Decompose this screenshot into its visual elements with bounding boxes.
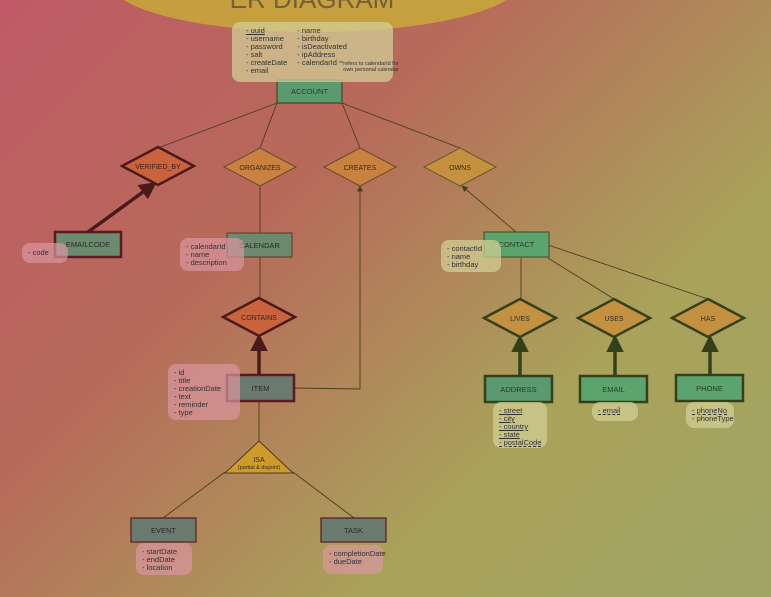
svg-text:USES: USES — [604, 316, 623, 323]
relationship-organizes[interactable]: ORGANIZES — [222, 147, 298, 187]
emailcode-verified-arrow — [86, 181, 157, 234]
attributes-phone: - phoneNo - phoneType — [686, 402, 734, 428]
svg-text:HAS: HAS — [701, 316, 716, 323]
entity-account[interactable]: ACCOUNT — [276, 79, 343, 104]
svg-text:LIVES: LIVES — [510, 316, 530, 323]
entity-address[interactable]: ADDRESS — [483, 374, 554, 404]
relationship-lives[interactable]: LIVES — [481, 297, 559, 339]
svg-text:ACCOUNT: ACCOUNT — [291, 87, 329, 96]
relationship-verified-by[interactable]: VERIFIED_BY — [119, 145, 197, 187]
svg-text:CALENDAR: CALENDAR — [239, 241, 280, 250]
attributes-calendar: - calendarId - name - description — [180, 238, 244, 271]
attributes-address: - street - city - country - state - post… — [493, 402, 547, 448]
attributes-email: - email — [592, 402, 638, 421]
svg-text:(partial & disjoint): (partial & disjoint) — [238, 465, 281, 471]
attributes-account: - uuid - username - password - salt - cr… — [232, 22, 399, 82]
diagram-title: ER DIAGRAM — [230, 0, 395, 14]
relationship-creates[interactable]: CREATES — [322, 147, 398, 187]
relationship-has[interactable]: HAS — [669, 297, 747, 339]
svg-text:ORGANIZES: ORGANIZES — [239, 165, 281, 172]
svg-text:ISA: ISA — [253, 457, 265, 464]
svg-text:ITEM: ITEM — [252, 384, 270, 393]
title-backdrop — [123, 0, 507, 32]
entity-phone[interactable]: PHONE — [674, 373, 745, 403]
entity-email[interactable]: EMAIL — [578, 374, 649, 404]
svg-text:TASK: TASK — [344, 526, 363, 535]
relationship-owns[interactable]: OWNS — [422, 147, 498, 187]
attributes-emailcode: - code — [22, 243, 68, 263]
svg-text:CONTACT: CONTACT — [499, 240, 535, 249]
attributes-item: - id - title - creationDate - text - rem… — [168, 364, 240, 420]
svg-text:EVENT: EVENT — [151, 526, 176, 535]
svg-text:CONTAINS: CONTAINS — [241, 315, 277, 322]
entity-event[interactable]: EVENT — [130, 517, 197, 543]
relationship-uses[interactable]: USES — [575, 297, 653, 339]
svg-text:VERIFIED_BY: VERIFIED_BY — [135, 164, 181, 171]
entity-task[interactable]: TASK — [320, 517, 387, 543]
svg-text:ADDRESS: ADDRESS — [500, 385, 536, 394]
svg-text:PHONE: PHONE — [696, 384, 723, 393]
account-note: own personal calendar — [343, 67, 399, 73]
attributes-contact: - contactId - name - birthday — [441, 240, 501, 272]
connector-lines — [157, 102, 709, 519]
attributes-event: - startDate - endDate - location — [136, 543, 192, 575]
svg-text:OWNS: OWNS — [449, 165, 471, 172]
relationship-contains[interactable]: CONTAINS — [220, 296, 298, 338]
account-attr-col-right: - name - birthday - isDeactivated - ipAd… — [297, 26, 399, 74]
attributes-task: - completionDate - dueDate — [323, 545, 386, 574]
svg-text:EMAILCODE: EMAILCODE — [66, 240, 110, 249]
account-attr-col-left: - uuid - username - password - salt - cr… — [246, 26, 288, 75]
svg-text:EMAIL: EMAIL — [602, 385, 625, 394]
isa-triangle[interactable]: ISA (partial & disjoint) — [223, 440, 295, 474]
svg-text:CREATES: CREATES — [344, 165, 377, 172]
